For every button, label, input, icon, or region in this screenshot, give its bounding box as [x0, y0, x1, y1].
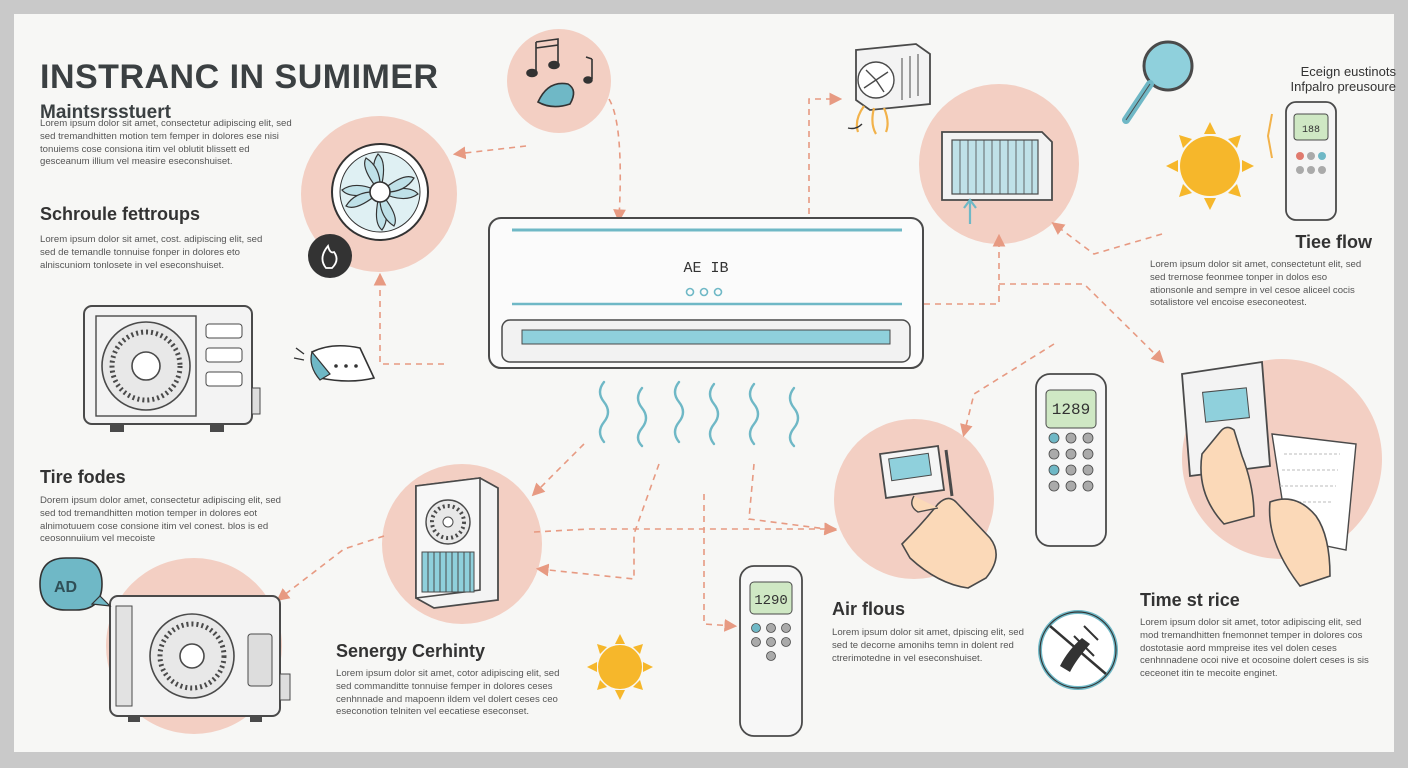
- indoor-ac-unit: AE IB: [488, 217, 924, 369]
- magnifier-icon: [1122, 40, 1194, 124]
- flame-icon: [308, 234, 352, 278]
- air-flow-text: Lorem ipsum dolor sit amet, dpiscing eli…: [832, 627, 1024, 664]
- remote-icon-top: 188: [1266, 101, 1337, 221]
- no-fan-icon: [1038, 610, 1118, 690]
- top-right-note-line2: Infpalro preusoure: [1290, 79, 1396, 94]
- remote-icon-middle: 1289: [1035, 373, 1107, 547]
- remote-icon-bottom: 1290: [739, 565, 803, 737]
- tips-heading: Tire fodes: [40, 467, 126, 487]
- flow-arrows: [276, 92, 1165, 632]
- speech-badge: AD: [39, 557, 112, 611]
- top-right-note: Eceign eustinots Infpalro preusoure: [1240, 64, 1396, 94]
- time-flow-text: Lorem ipsum dolor sit amet, consectetunt…: [1150, 259, 1362, 309]
- music-notes-icon: [526, 38, 593, 108]
- outdoor-unit-icon: [83, 305, 261, 432]
- ac-display: AE IB: [683, 260, 728, 277]
- pet-icon: [293, 344, 376, 382]
- page-subtitle: Maintsrsstuert: [40, 102, 171, 123]
- outdoor-unit-bottom-icon: [109, 595, 291, 722]
- time-price-text: Lorem ipsum dolor sit amet, totor adipis…: [1140, 617, 1369, 680]
- energy-text: Lorem ipsum dolor sit amet, cotor adipis…: [336, 668, 560, 718]
- remote-readout-1: 1289: [1052, 401, 1090, 419]
- hand-icon: [1181, 360, 1357, 587]
- sun-icon: [1166, 122, 1254, 210]
- fan-icon: [331, 143, 429, 241]
- energy-heading: Senergy Cerhinty: [336, 641, 486, 661]
- compact-outdoor-unit-icon: [415, 477, 499, 609]
- tips-text: Dorem ipsum dolor amet, consectetur adip…: [40, 495, 282, 545]
- remote-readout-2: 1290: [754, 593, 788, 609]
- schedule-heading: Schroule fettroups: [40, 204, 201, 224]
- page-title: INSTRANC IN SUMIMER: [40, 58, 439, 96]
- ventilation-unit-icon: [847, 43, 931, 135]
- badge-text: AD: [54, 579, 77, 596]
- schedule-text: Lorem ipsum dolor sit amet, cost. adipis…: [40, 234, 263, 271]
- air-flow-heading: Air flous: [832, 599, 906, 619]
- airflow-waves: [598, 380, 800, 448]
- infographic-card: AE IB: [14, 14, 1396, 752]
- thermostat-hand-icon: [878, 444, 997, 589]
- filter-icon: [941, 131, 1053, 224]
- intro-text: Lorem ipsum dolor sit amet, consectetur …: [40, 118, 292, 168]
- infographic-illustration: AE IB: [39, 29, 1382, 737]
- time-flow-heading: Tiee flow: [1295, 232, 1372, 252]
- time-price-heading: Time st rice: [1140, 590, 1240, 610]
- top-right-note-line1: Eceign eustinots: [1300, 64, 1396, 79]
- svg-text:188: 188: [1302, 125, 1320, 136]
- sun-icon-bottom: [587, 634, 653, 700]
